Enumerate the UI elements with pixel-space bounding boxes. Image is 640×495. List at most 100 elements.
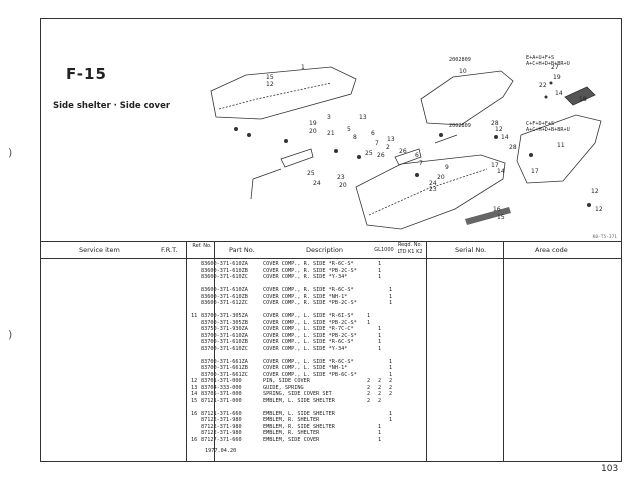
description-cell: COVER COMP., R. SIDE *NH-1* [263,293,348,300]
gl-code-header: GL1000 [374,247,394,253]
part-no-cell: 83705-371-000 [201,391,242,397]
part-callout: 7 [419,160,423,167]
part-callout: 17 [531,168,539,175]
ref-no-cell: 16 [191,436,198,443]
part-callout: 3 [327,114,331,121]
part-callout: 19 [309,120,317,127]
qty-cell: 1 [388,371,393,378]
qty-cell: 2 [388,378,393,384]
part-callout: 10 [459,68,467,75]
column-divider [503,242,504,461]
qty-cell: 1 [377,261,382,267]
qty-cell: 1 [377,436,382,443]
part-no-cell: 87121-371-660 [201,410,242,417]
part-callout: 16 [493,206,501,213]
qty-cell: 1 [388,417,393,423]
part-callout: 21 [327,130,335,137]
part-callout: 14 [555,90,563,97]
part-callout: 15 [266,74,274,81]
description-cell: COVER COMP., R. SIDE *R-6C-S* [263,287,354,293]
description-cell: SPRING, SIDE COVER SET [263,391,332,397]
parts-table-body: 83600-371-610ZA COVER COMP., R. SIDE *R-6… [191,261,396,443]
part-callout: 13 [359,114,367,121]
description-cell: COVER COMP., L. SIDE *PB-2C-S* [263,319,357,326]
qty-cell: 1 [388,287,393,293]
qty-cell: 2 [377,384,382,391]
description-cell: EMBLEM, L. SIDE SHELTER [263,410,335,417]
area-code-header: Area code [535,246,568,254]
description-cell: COVER COMP., L. SIDE *PB-2C-S* [263,332,357,339]
service-item-header: Service item [79,246,120,254]
qty-cell: 1 [388,300,393,306]
part-no-cell: 83600-371-610ZA [201,261,248,267]
qty-cell: 1 [377,423,382,430]
part-callout: 14 [501,134,509,141]
part-no-cell: 83700-371-661ZB [201,365,248,371]
margin-mark: ) [8,328,13,341]
part-no-cell: 83700-371-305ZB [201,319,248,326]
part-no-cell: 83704-333-000 [201,384,242,391]
description-header: Description [306,246,344,254]
ref-no-cell: 16 [191,410,198,417]
part-callout: 25 [307,170,315,177]
figure-area: F-15 Side shelter · Side cover [41,19,621,242]
qty-cell: 2 [366,378,371,384]
part-no-cell: 87127-371-660 [201,436,242,443]
description-cell: COVER COMP., L. SIDE *Y-34* [263,345,348,352]
part-no-header: Part No. [229,246,255,254]
part-no-cell: 83700-371-661ZA [201,358,248,365]
description-cell: COVER COMP., L. SIDE *NH-1* [263,365,348,371]
part-callout: 18 [579,96,587,103]
part-callout: 28 [509,144,517,151]
description-cell: EMBLEM, R. SIDE SHELTER [263,423,335,430]
part-callout: 17 [491,162,499,169]
left-side-cover-shape [516,114,602,184]
qty-cell: 1 [377,332,382,339]
qty-cell [363,437,374,444]
area-code: E+A+U+F+S A+C+H+D+B+BR+U [526,55,570,67]
part-callout: 12 [495,126,503,133]
part-callout: 19 [553,74,561,81]
part-callout: 12 [591,188,599,195]
description-cell: COVER COMP., L. SIDE *PB-6C-S* [263,371,357,378]
part-callout: 26 [377,152,385,159]
part-callout: 14 [497,168,505,175]
part-callout: 5 [347,126,351,133]
part-no-cell: 83600-371-612ZC [201,300,248,306]
part-no-cell: 87122-371-980 [201,423,242,430]
serial-no-header: Serial No. [455,246,487,254]
part-no-cell: 83700-371-610ZC [201,345,248,352]
part-no-cell: 83701-371-000 [201,378,242,384]
part-callout: 6 [371,130,375,137]
qty-cell: 2 [388,391,393,397]
part-no-cell: 83600-371-610ZC [201,274,248,280]
catalog-frame: F-15 Side shelter · Side cover [40,18,622,462]
part-callout: 12 [595,206,603,213]
column-divider [426,242,427,461]
qty-cell: 1 [366,313,371,319]
qty-cell: 2 [377,397,382,404]
part-callout: 1 [301,64,305,71]
figure-code: F-15 [66,65,107,83]
qty-cell: 2 [366,384,371,391]
ref-no-header: Ref. No. [192,243,212,249]
part-callout: 20 [339,182,347,189]
qty-cell [385,437,396,444]
description-cell: COVER COMP., L. SIDE *R-6I-S* [263,313,354,319]
table-row: 83700-371-661ZB COVER COMP., L. SIDE *NH-… [191,365,396,372]
ref-no-cell: 15 [191,397,198,404]
part-callout: 23 [429,186,437,193]
part-no-cell: 83700-371-610ZA [201,332,248,339]
description-cell: EMBLEM, R. SHELTER [263,430,320,436]
ltd-header: LTD K1 K2 [397,249,423,255]
left-bracket-shape [280,148,314,168]
